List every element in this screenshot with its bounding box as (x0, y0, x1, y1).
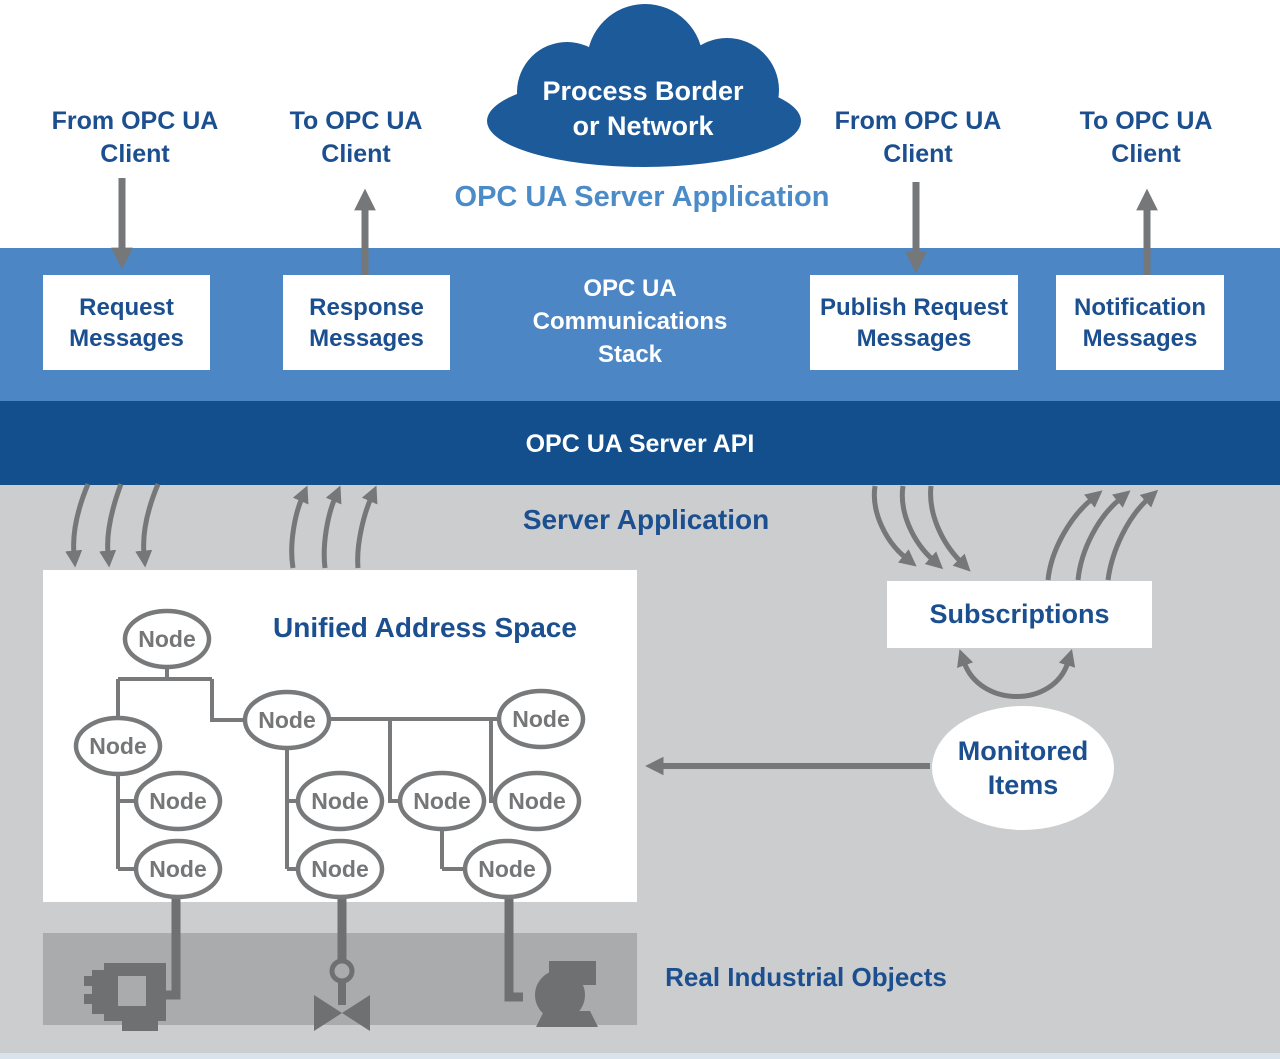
box-label-line: Response (309, 293, 424, 321)
box-label-line: Messages (1082, 324, 1198, 352)
server-application-outer-title: OPC UA Server Application (454, 181, 830, 213)
top-label-line: Client (883, 140, 953, 168)
comm-stack-line: Communications (532, 308, 728, 335)
cloud-label: Process Border or Network (493, 74, 793, 144)
comm-stack-line: Stack (597, 341, 663, 368)
box-label-line: Messages (69, 324, 184, 352)
real-industrial-objects-band (43, 933, 637, 1025)
real-industrial-objects-title: Real Industrial Objects (665, 962, 947, 992)
box-label-line: Request (79, 293, 174, 321)
cloud-label-line1: Process Border (542, 76, 744, 106)
server-api-title: OPC UA Server API (525, 430, 755, 458)
subscriptions-box: Subscriptions (887, 581, 1152, 648)
top-label-to-client-1: To OPC UA Client (256, 105, 456, 171)
publish-request-messages-box: Publish Request Messages (810, 275, 1018, 370)
unified-address-space-title: Unified Address Space (273, 612, 577, 643)
comm-stack-line: OPC UA (583, 275, 677, 302)
top-label-line: From OPC UA (51, 107, 219, 135)
box-label-line: Messages (309, 324, 424, 352)
top-label-line: From OPC UA (834, 107, 1002, 135)
subscriptions-label: Subscriptions (929, 599, 1110, 629)
monitored-items-line2: Items (987, 770, 1059, 800)
top-label-line: To OPC UA (289, 107, 423, 135)
monitored-items-line1: Monitored (957, 736, 1089, 766)
response-messages-box: Response Messages (283, 275, 450, 370)
top-label-line: Client (1111, 140, 1181, 168)
monitored-items-ellipse: Monitored Items (932, 706, 1114, 830)
cloud-label-line2: or Network (572, 111, 714, 141)
top-label-line: To OPC UA (1079, 107, 1213, 135)
top-label-line: Client (100, 140, 170, 168)
comm-stack-label: OPC UA Communications Stack (520, 272, 740, 371)
bottom-edge-strip (0, 1053, 1280, 1059)
top-label-to-client-2: To OPC UA Client (1046, 105, 1246, 171)
box-label-line: Messages (856, 324, 972, 352)
notification-messages-box: Notification Messages (1056, 275, 1224, 370)
box-label-line: Notification (1074, 293, 1206, 321)
request-messages-box: Request Messages (43, 275, 210, 370)
box-label-line: Publish Request (819, 293, 1009, 321)
server-application-inner-title: Server Application (522, 504, 770, 535)
top-label-line: Client (321, 140, 391, 168)
top-label-from-client-1: From OPC UA Client (35, 105, 235, 171)
server-api-band (0, 401, 1280, 485)
top-label-from-client-2: From OPC UA Client (818, 105, 1018, 171)
